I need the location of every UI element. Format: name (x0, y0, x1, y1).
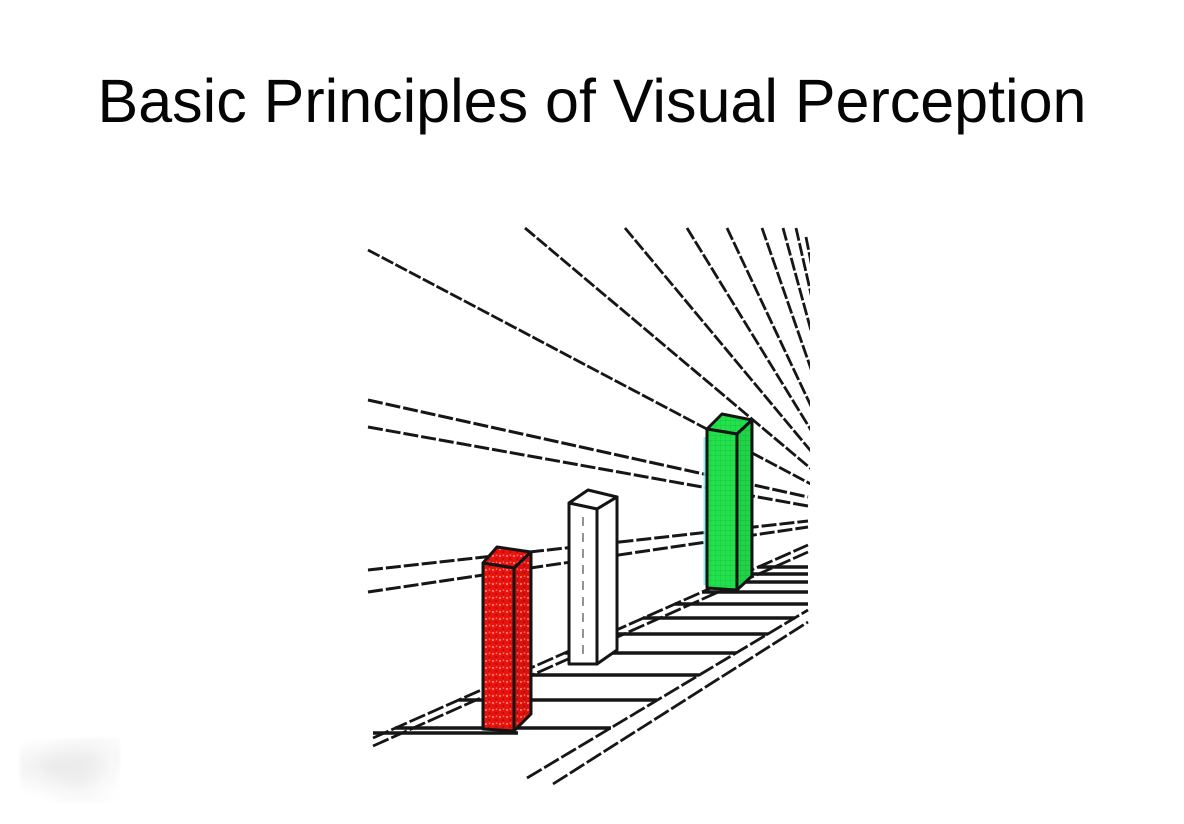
ray (725, 227, 810, 408)
red-bar (481, 545, 533, 733)
ray (760, 227, 810, 371)
ray (524, 226, 810, 470)
illusion-figure (365, 225, 810, 795)
green-bar-front (705, 427, 739, 592)
fence-line (367, 398, 809, 499)
illusion-drawing (367, 226, 810, 786)
ray (685, 227, 810, 432)
red-bar-front (481, 561, 516, 733)
green-bar-side-shade (737, 420, 752, 590)
red-bar-side-shade (514, 552, 531, 731)
ray (781, 227, 810, 333)
slide-title: Basic Principles of Visual Perception (97, 67, 1087, 135)
ray (794, 227, 810, 297)
near-rail (552, 620, 809, 786)
white-bar (567, 488, 619, 666)
perspective-rays (367, 226, 810, 486)
near-rail (526, 608, 809, 780)
white-bar-side (595, 495, 619, 666)
faint-watermark (20, 738, 120, 802)
green-bar (703, 412, 754, 592)
